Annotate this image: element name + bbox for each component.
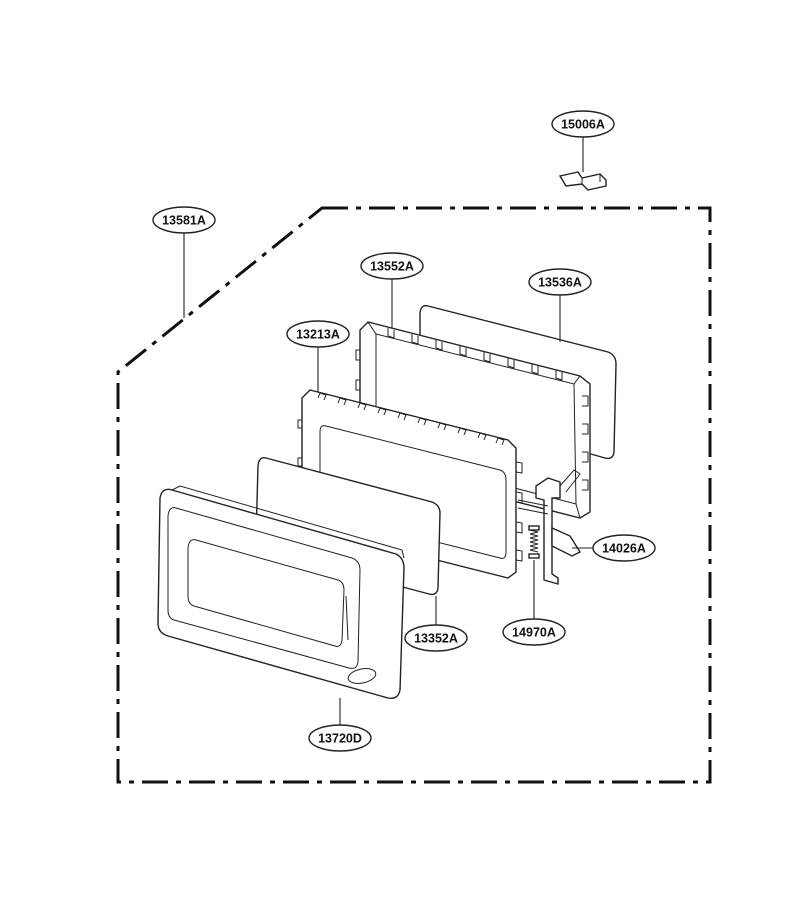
leader-lines (183, 137, 593, 725)
part-number-13213A: 13213A (296, 328, 340, 342)
spring-part (528, 525, 540, 559)
part-number-13352A: 13352A (414, 632, 458, 646)
label-bubble-13352A: 13352A (404, 624, 468, 652)
part-number-13720D: 13720D (318, 732, 362, 746)
latch-lever-part (517, 469, 582, 585)
label-bubble-13581A: 13581A (152, 206, 216, 234)
assembly-boundary (116, 206, 712, 784)
part-number-13552A: 13552A (370, 260, 414, 274)
bracket-part (558, 171, 607, 191)
door-front-part (157, 485, 405, 700)
part-number-14026A: 14026A (602, 542, 646, 556)
part-number-15006A: 15006A (561, 118, 605, 132)
part-number-13536A: 13536A (538, 276, 582, 290)
label-bubble-13213A: 13213A (286, 320, 350, 348)
label-bubble-13720D: 13720D (308, 724, 372, 752)
label-bubble-14970A: 14970A (502, 618, 566, 646)
label-bubble-15006A: 15006A (551, 110, 615, 138)
part-number-14970A: 14970A (512, 626, 556, 640)
label-bubble-14026A: 14026A (592, 534, 656, 562)
part-number-13581A: 13581A (162, 214, 206, 228)
label-bubble-13552A: 13552A (360, 252, 424, 280)
label-bubble-13536A: 13536A (528, 268, 592, 296)
